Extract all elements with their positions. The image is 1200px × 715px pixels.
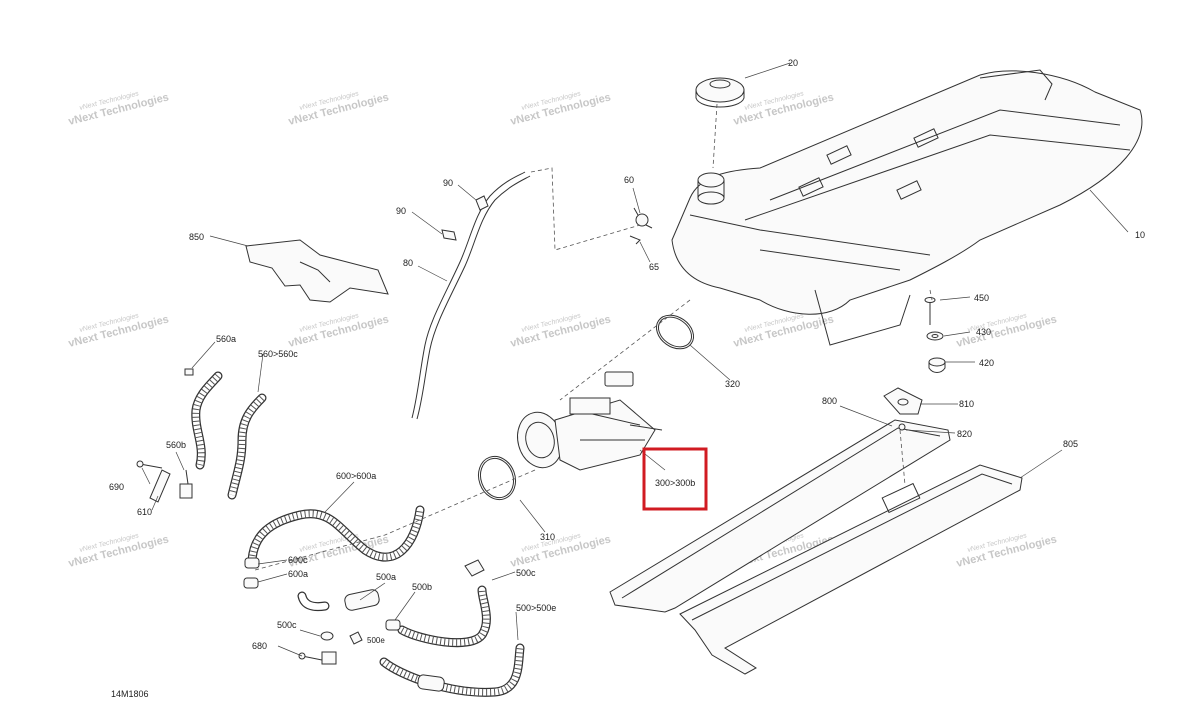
part-labels: 20 10 60 65 90 90 80 850 450 430 420 320… [109,58,1145,699]
label-430[interactable]: 430 [976,327,991,337]
label-820[interactable]: 820 [957,429,972,439]
leader-lines [141,62,1129,657]
hose-part-500a[interactable] [297,591,330,612]
label-60[interactable]: 60 [624,175,634,185]
label-20[interactable]: 20 [788,58,798,68]
label-850[interactable]: 850 [189,232,204,242]
o-ring-part-320[interactable] [650,308,700,356]
label-610[interactable]: 610 [137,507,152,517]
bolt-part-690[interactable] [136,460,163,469]
fuel-filter-part-500a[interactable] [344,589,445,692]
label-300-300b[interactable]: 300>300b [655,478,695,488]
label-10[interactable]: 10 [1135,230,1145,240]
o-ring-part-310[interactable] [473,451,522,505]
label-500e[interactable]: 500e [367,636,385,645]
vent-valve-part-60[interactable] [633,207,653,229]
label-500c-top[interactable]: 500c [516,568,536,578]
bracket-part-610[interactable] [149,469,171,503]
skid-plate-part-800[interactable] [609,419,951,613]
hose-part-560c[interactable] [227,393,267,500]
label-810[interactable]: 810 [959,399,974,409]
label-420[interactable]: 420 [979,358,994,368]
fitting-part-560b[interactable] [179,469,193,499]
highlight-box [642,447,708,511]
washer-part-430[interactable] [926,331,944,341]
label-90-top[interactable]: 90 [443,178,453,188]
label-600a[interactable]: 600a [288,569,308,579]
diagram-code: 14M1806 [111,689,149,699]
label-560b[interactable]: 560b [166,440,186,450]
grommet-part-420[interactable] [928,357,946,373]
bolt-part-680[interactable] [298,652,323,661]
label-310[interactable]: 310 [540,532,555,542]
hose-part-500e[interactable] [379,643,525,697]
hose-part-600a[interactable] [247,505,425,565]
label-560-560c[interactable]: 560>560c [258,349,298,359]
label-65[interactable]: 65 [649,262,659,272]
label-680[interactable]: 680 [252,641,267,651]
label-500a[interactable]: 500a [376,572,396,582]
clip-part-65[interactable] [629,235,641,245]
label-600-600a[interactable]: 600>600a [336,471,376,481]
assembly-lines [254,103,933,571]
label-320[interactable]: 320 [725,379,740,389]
label-560a[interactable]: 560a [216,334,236,344]
fitting-part-500c-top[interactable] [464,559,485,577]
label-690[interactable]: 690 [109,482,124,492]
label-500c-left[interactable]: 500c [277,620,297,630]
plate-part-805[interactable] [679,464,1023,675]
hose-part-560a[interactable] [191,371,223,470]
fuel-pump-part-300[interactable] [512,371,663,473]
label-500-500e[interactable]: 500>500e [516,603,556,613]
label-800[interactable]: 800 [822,396,837,406]
fitting-part-500c-left[interactable] [320,631,337,665]
fuel-cap-part-20[interactable] [695,77,745,108]
heat-shield-part-850[interactable] [245,239,389,303]
label-80[interactable]: 80 [403,258,413,268]
clip-part-810[interactable] [883,387,923,415]
vent-tube-part-80[interactable] [411,171,531,420]
label-805[interactable]: 805 [1063,439,1078,449]
label-90-bottom[interactable]: 90 [396,206,406,216]
fitting-part-600c[interactable] [243,557,260,589]
fitting-part-500e[interactable] [349,631,363,645]
bolt-part-450[interactable] [924,297,936,326]
fitting-part-500b[interactable] [385,619,401,631]
clamp-part-90[interactable] [475,195,489,211]
fuel-tank-part-10[interactable] [671,69,1143,346]
clamp-part-90b[interactable] [441,229,457,241]
label-450[interactable]: 450 [974,293,989,303]
connector-part-560a[interactable] [184,368,194,376]
label-600c[interactable]: 600c [288,555,308,565]
fastener-part-820[interactable] [898,423,906,431]
label-500b[interactable]: 500b [412,582,432,592]
hose-part-500c[interactable] [397,585,491,648]
